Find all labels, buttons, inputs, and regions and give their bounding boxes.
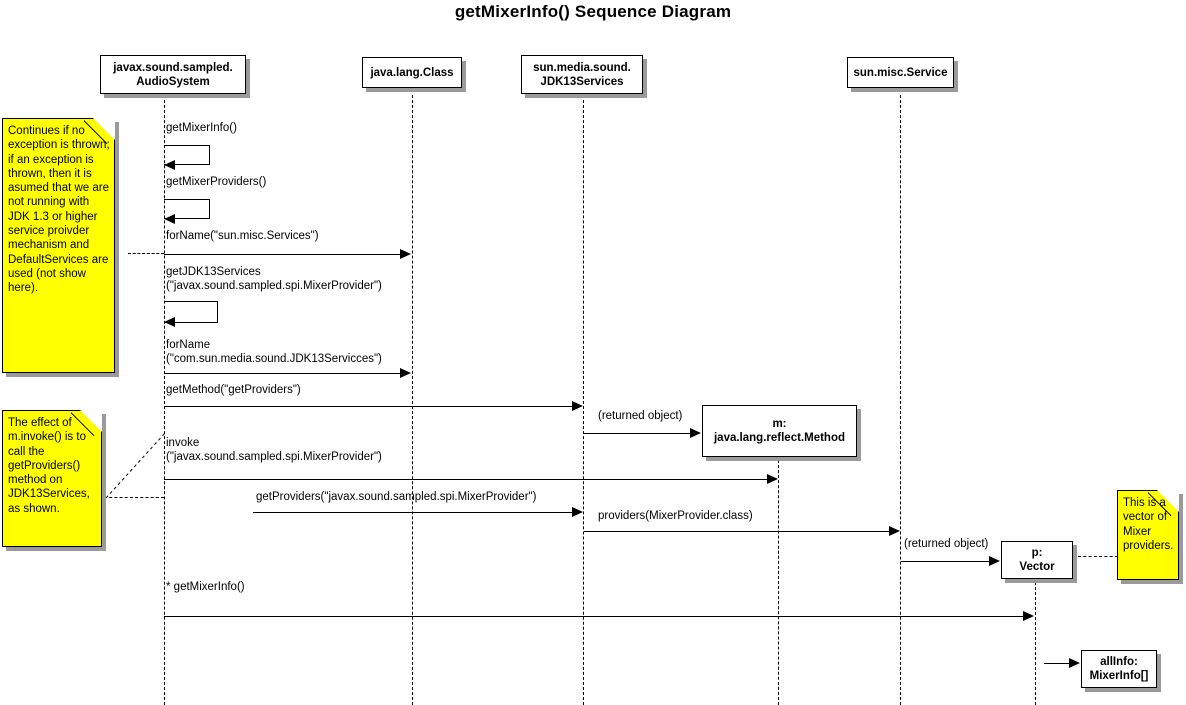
arrow-returned-method — [690, 428, 701, 438]
lifeline-head-audiosystem-label: javax.sound.sampled. AudioSystem — [113, 61, 233, 88]
message-line-getmethod — [164, 406, 573, 407]
message-label-getmethod: getMethod("getProviders") — [166, 384, 301, 396]
lifeline-head-audiosystem[interactable]: javax.sound.sampled. AudioSystem — [100, 55, 246, 94]
arrow-allinfo — [1069, 658, 1080, 668]
message-label-forname-jdk13: forName ("com.sun.media.sound.JDK13Servi… — [166, 339, 382, 365]
message-line-allinfo — [1044, 663, 1070, 664]
message-line-forname-services — [164, 254, 401, 255]
message-line-returned-vector — [901, 561, 990, 562]
message-line-forname-jdk13 — [164, 373, 401, 374]
note-vector[interactable]: This is a vector of Mixer providers. — [1117, 490, 1179, 580]
arrow-star-getmixerinfo — [1023, 611, 1034, 621]
page-title: getMixerInfo() Sequence Diagram — [454, 2, 732, 21]
object-box-allinfo-label: allInfo: MixerInfo[] — [1089, 656, 1149, 682]
message-line-invoke — [164, 479, 768, 480]
self-call-getmixerproviders — [164, 199, 210, 219]
lifeline-sunmiscservice — [900, 95, 901, 705]
lifeline-method-object — [778, 460, 779, 705]
note-connector-exception — [128, 253, 164, 254]
arrow-getproviders — [572, 507, 583, 517]
message-label-forname-services: forName("sun.misc.Services") — [166, 230, 319, 242]
lifeline-jdk13services — [583, 95, 584, 705]
note-connector-vector — [1078, 556, 1118, 557]
lifeline-head-javalangclass-label: java.lang.Class — [370, 66, 454, 79]
message-label-star-getmixerinfo: * getMixerInfo() — [166, 581, 245, 593]
self-call-getjdk13services — [164, 301, 218, 323]
note-exception-text: Continues if no exception is thrown; if … — [8, 125, 110, 295]
message-line-providers-class — [584, 531, 890, 532]
arrow-getmixerinfo-return — [164, 160, 175, 170]
arrow-providers-class — [889, 526, 900, 536]
lifeline-head-sunmiscservice[interactable]: sun.misc.Service — [847, 57, 954, 88]
message-line-getproviders — [253, 512, 573, 513]
object-box-allinfo[interactable]: allInfo: MixerInfo[] — [1081, 650, 1157, 688]
object-box-method[interactable]: m: java.lang.reflect.Method — [702, 405, 857, 457]
arrow-forname-jdk13 — [400, 368, 411, 378]
note-invoke[interactable]: The effect of m.invoke() is to call the … — [2, 410, 102, 547]
arrow-invoke — [767, 474, 778, 484]
message-label-getmixerproviders: getMixerProviders() — [166, 176, 267, 188]
lifeline-head-jdk13services-label: sun.media.sound. JDK13Services — [533, 61, 631, 88]
arrow-getmixerproviders-return — [164, 214, 175, 224]
lifeline-vector-object — [1035, 582, 1036, 705]
arrow-getjdk13services-return — [164, 317, 175, 327]
lifeline-audiosystem — [164, 95, 165, 705]
message-label-returned-vector: (returned object) — [904, 538, 989, 550]
note-connector-invoke — [104, 497, 164, 498]
message-label-getmixerinfo: getMixerInfo() — [166, 122, 237, 134]
self-call-getmixerinfo — [164, 145, 210, 165]
note-fold-edge-icon-3 — [1148, 490, 1179, 521]
arrow-forname-services — [400, 249, 411, 259]
note-fold-edge-icon-2 — [71, 410, 102, 441]
message-label-invoke: invoke ("javax.sound.sampled.spi.MixerPr… — [166, 437, 382, 463]
message-label-providers-class: providers(MixerProvider.class) — [598, 510, 753, 522]
object-box-method-label: m: java.lang.reflect.Method — [713, 418, 845, 444]
note-connector-invoke-diagonal — [105, 431, 167, 499]
lifeline-javalangclass — [412, 95, 413, 705]
message-line-returned-method — [584, 433, 691, 434]
note-invoke-text: The effect of m.invoke() is to call the … — [8, 417, 90, 515]
note-fold-edge-icon — [84, 118, 115, 149]
object-box-vector[interactable]: p: Vector — [1001, 541, 1073, 579]
object-box-vector-label: p: Vector — [1019, 547, 1055, 573]
message-label-returned-method: (returned object) — [598, 410, 683, 422]
arrow-getmethod — [572, 401, 583, 411]
lifeline-head-jdk13services[interactable]: sun.media.sound. JDK13Services — [521, 55, 643, 94]
arrow-returned-vector — [989, 556, 1000, 566]
note-exception[interactable]: Continues if no exception is thrown; if … — [2, 118, 115, 373]
lifeline-head-javalangclass[interactable]: java.lang.Class — [362, 57, 462, 88]
message-line-star-getmixerinfo — [164, 616, 1024, 617]
message-label-getjdk13services: getJDK13Services ("javax.sound.sampled.s… — [166, 266, 382, 292]
message-label-getproviders: getProviders("javax.sound.sampled.spi.Mi… — [256, 491, 537, 503]
lifeline-head-sunmiscservice-label: sun.misc.Service — [853, 66, 948, 79]
